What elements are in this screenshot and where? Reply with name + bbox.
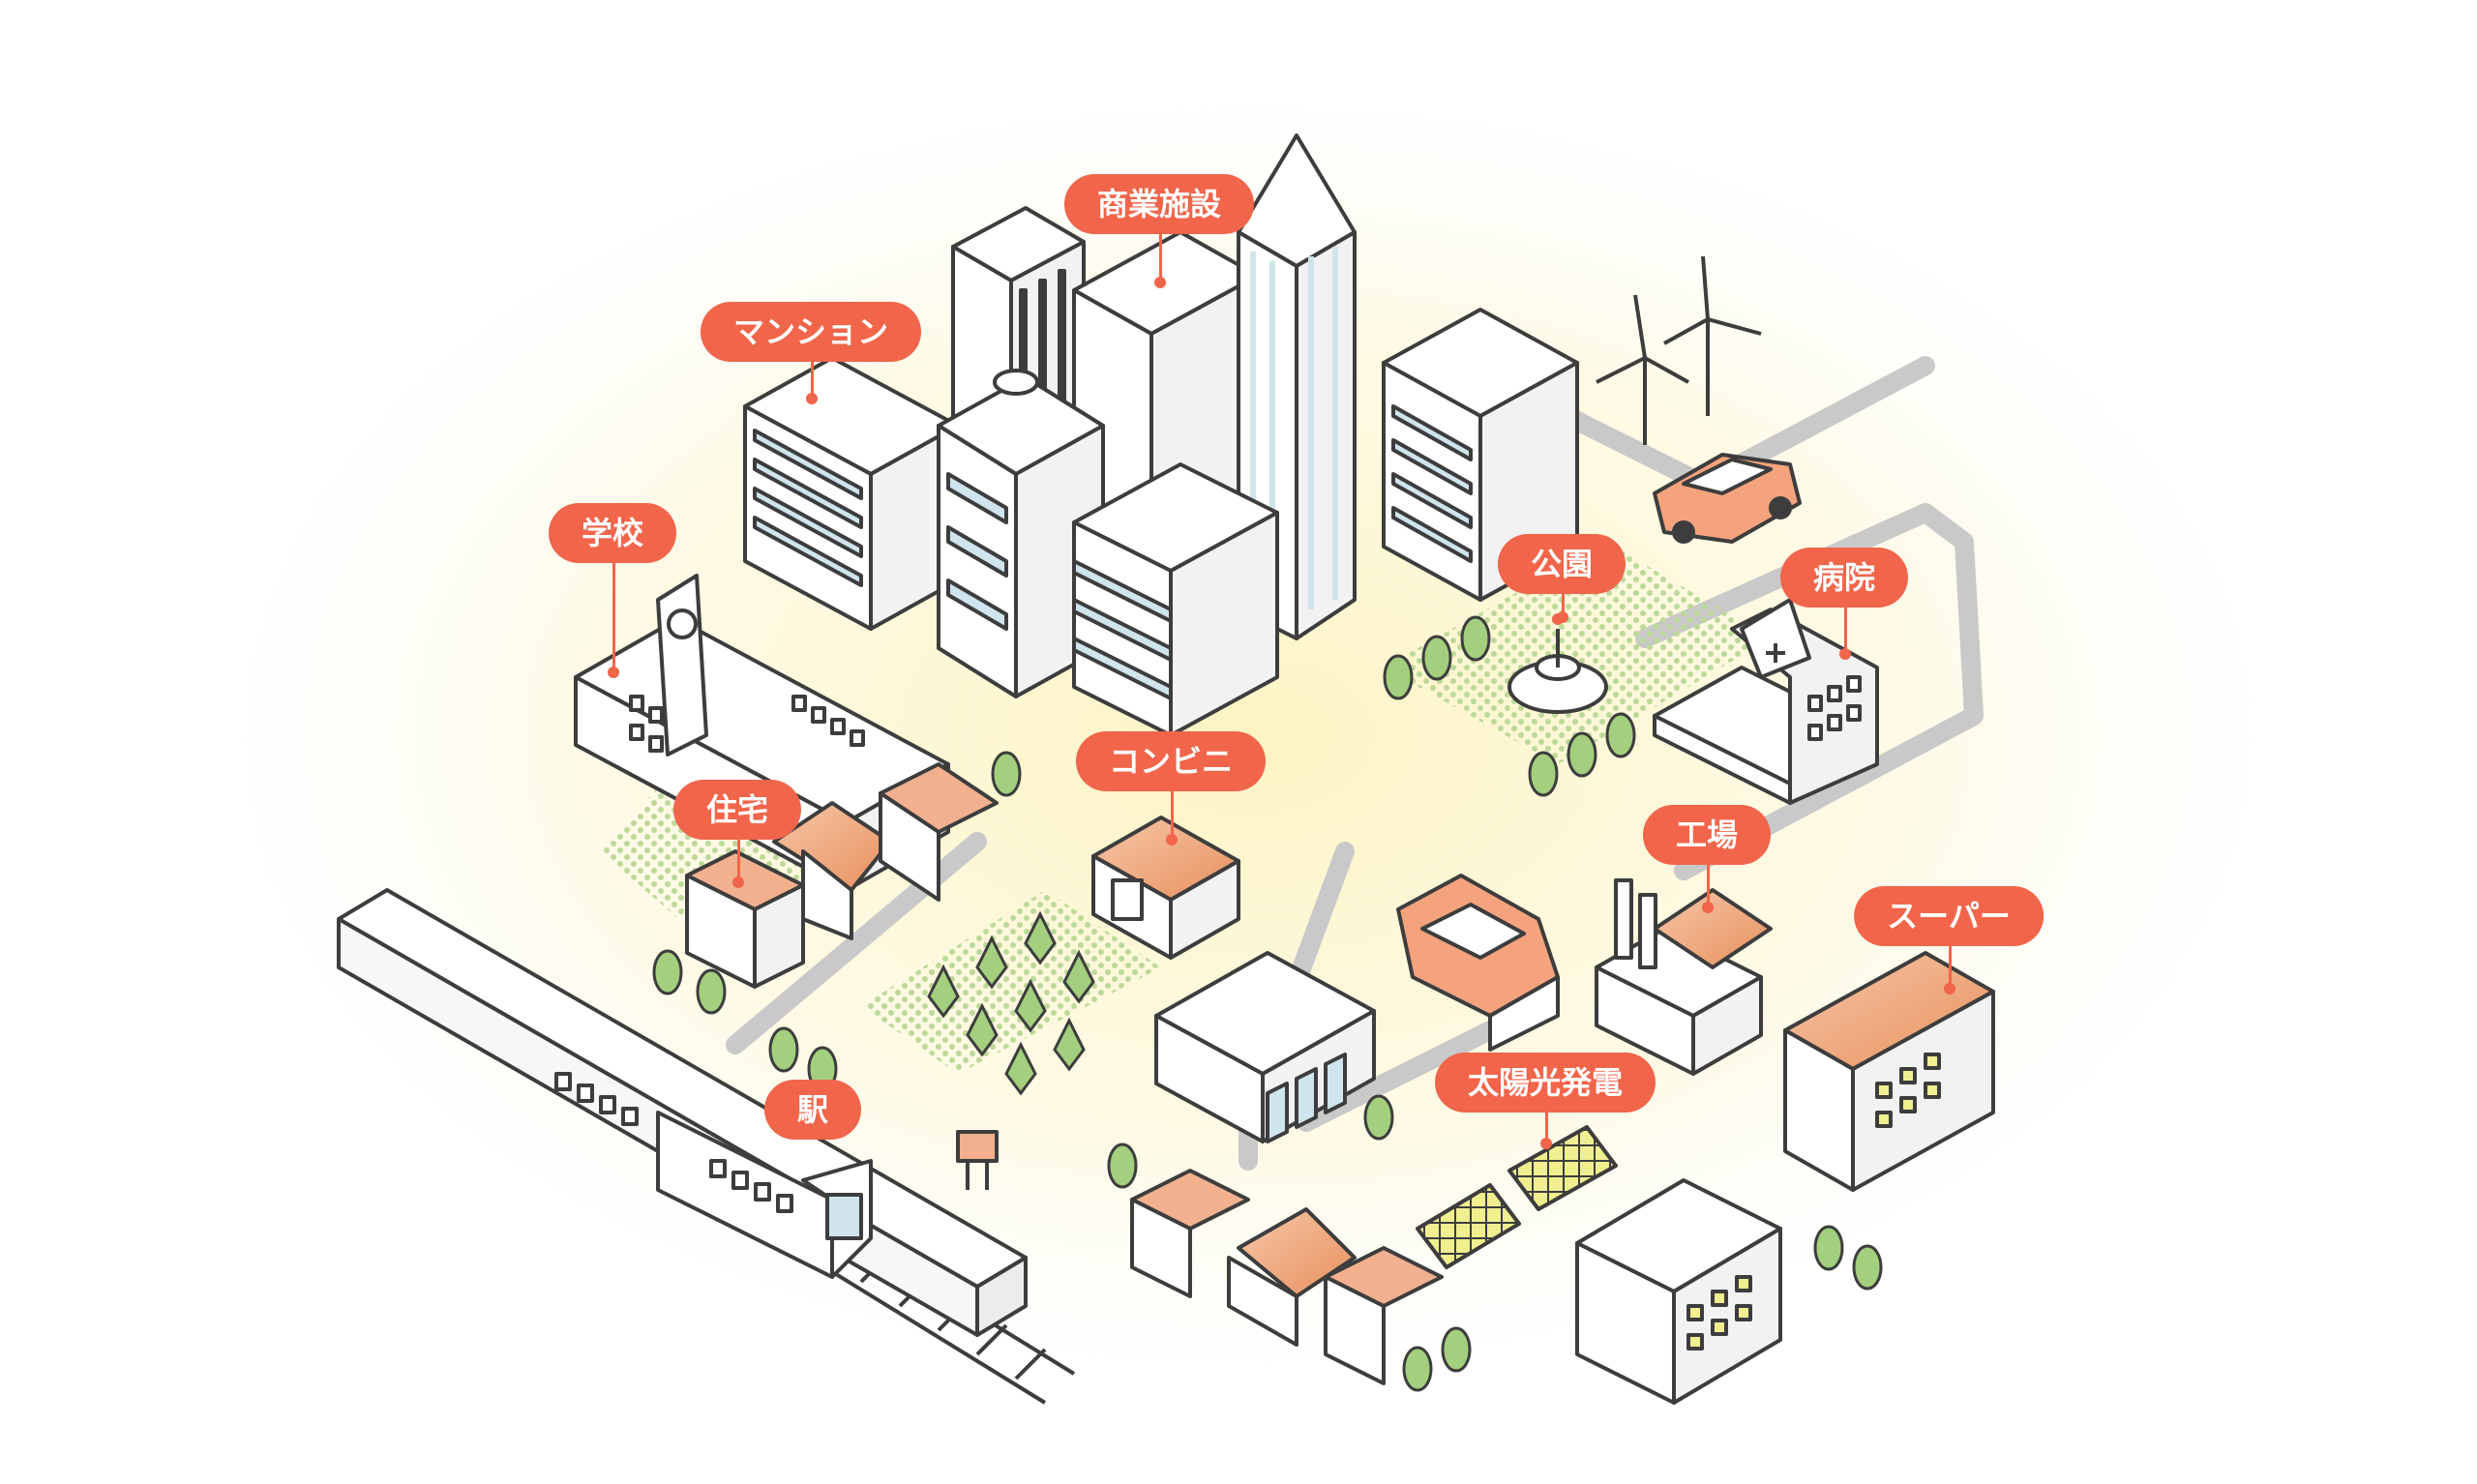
round-office — [1072, 462, 1279, 737]
car — [1653, 453, 1802, 544]
houses-bottom — [1130, 1169, 1444, 1385]
label-convenience: コンビニ — [1075, 731, 1267, 791]
crop-field — [927, 910, 1095, 1096]
label-supermarket: スーパー — [1854, 886, 2044, 946]
label-solar: 太陽光発電 — [1434, 1053, 1656, 1113]
wind-turbines — [1596, 255, 1762, 445]
supermarket — [1783, 951, 1995, 1192]
label-park: 公園 — [1497, 534, 1626, 594]
label-hospital: 病院 — [1779, 548, 1909, 608]
shop-building — [1154, 951, 1376, 1143]
label-school: 学校 — [548, 503, 677, 563]
factory — [1595, 878, 1773, 1076]
label-mansion: マンション — [700, 302, 922, 362]
mansion — [743, 356, 960, 631]
solar-panels — [1416, 1125, 1618, 1269]
label-commercial: 商業施設 — [1063, 174, 1255, 234]
convenience-store — [1091, 816, 1240, 960]
trees — [652, 615, 1883, 1392]
label-factory: 工場 — [1642, 805, 1772, 865]
houses-left — [685, 762, 999, 989]
label-housing: 住宅 — [672, 780, 802, 840]
station — [337, 888, 1028, 1337]
bus — [1396, 874, 1560, 1052]
office-bottom-right — [1575, 1178, 1782, 1405]
label-station: 駅 — [763, 1080, 862, 1140]
